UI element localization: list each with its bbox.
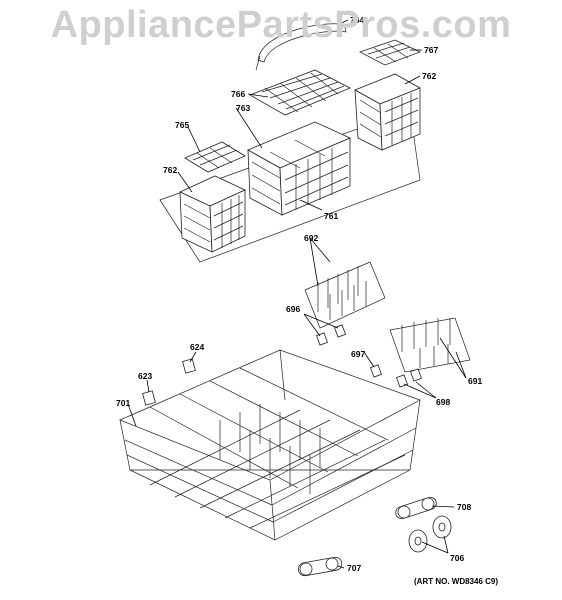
label-698: 698 — [436, 397, 450, 407]
basket-small-left — [179, 175, 246, 253]
basket-lid-small — [358, 39, 422, 66]
tine-row-upper — [304, 261, 386, 329]
label-708: 708 — [457, 502, 471, 512]
label-767: 767 — [424, 45, 438, 55]
wheel-assemblies — [297, 496, 452, 577]
label-764: 764 — [350, 15, 364, 25]
label-766: 766 — [231, 89, 245, 99]
basket-handle — [257, 23, 347, 63]
basket-lid-left — [184, 141, 246, 173]
label-765: 765 — [175, 120, 189, 130]
label-762-left: 762 — [163, 165, 177, 175]
rack-stops — [142, 358, 196, 406]
part-number-labels: 764 767 766 762 763 765 762 761 692 696 … — [116, 15, 482, 573]
label-623: 623 — [138, 371, 152, 381]
label-692: 692 — [304, 233, 318, 243]
label-706: 706 — [450, 553, 464, 563]
label-701: 701 — [116, 398, 130, 408]
lower-dish-rack — [119, 349, 421, 541]
label-696: 696 — [286, 304, 300, 314]
label-763: 763 — [236, 103, 250, 113]
label-624: 624 — [190, 342, 204, 352]
tine-clips — [316, 324, 422, 388]
label-707: 707 — [347, 563, 361, 573]
basket-group — [159, 23, 422, 263]
label-761: 761 — [324, 211, 338, 221]
basket-small-right — [354, 73, 421, 151]
basket-lid-large — [249, 69, 351, 116]
basket-large — [247, 121, 351, 216]
leader-lines — [127, 19, 467, 569]
label-691: 691 — [468, 376, 482, 386]
label-697: 697 — [351, 349, 365, 359]
art-number: (ART NO. WD8346 C9) — [414, 577, 499, 586]
tine-row-lower — [389, 317, 471, 373]
label-762-right: 762 — [422, 71, 436, 81]
